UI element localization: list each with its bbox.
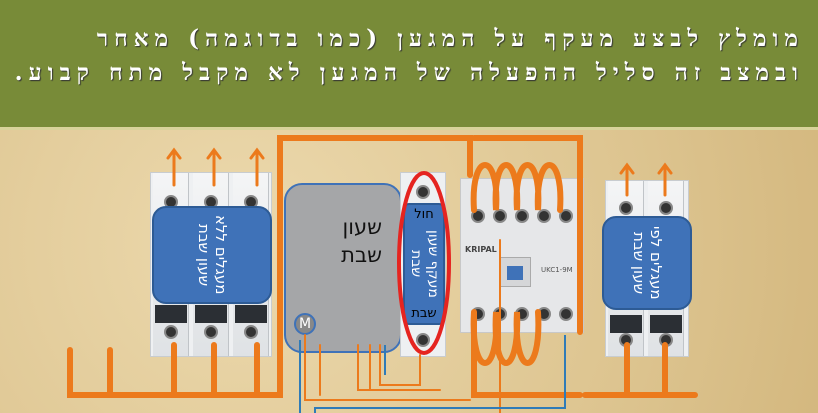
- bypass-text: מעקף שעון שבת: [408, 230, 441, 298]
- label-circuits-with-timer: מעגלים לפי שעון שבת: [602, 216, 692, 310]
- slide-title: מומלץ לבצע מעקף על המגען (כמו בדוגמה) מא…: [14, 25, 804, 86]
- shabbat-timer-label: שעון שבת: [341, 215, 382, 267]
- bypass-label: חול מעקף שעון שבת שבת: [403, 203, 445, 325]
- contactor-brand: KRIPAL: [465, 245, 497, 254]
- control-wires: [304, 239, 501, 413]
- main-bus: [67, 135, 583, 398]
- up-arrows: [166, 147, 673, 197]
- coil-top: [470, 162, 564, 213]
- label-circuits-without-timer: מעגלים ללא שעון שבת: [152, 206, 272, 304]
- highlight-circle: [397, 171, 451, 355]
- contactor-window: [499, 257, 531, 287]
- circuits-without-timer-text: מעגלים ללא שעון שבת: [195, 215, 230, 295]
- neutral-wire: [299, 335, 566, 413]
- shabbat-label: שבת: [411, 306, 437, 321]
- contactor-model: UKC1-9M: [541, 266, 573, 274]
- circuits-with-timer-text: מעגלים לפי שעון שבת: [630, 226, 665, 300]
- shabbat-timer: שעון שבת M: [284, 183, 402, 353]
- coil-bottom: [470, 309, 583, 398]
- contactor: KRIPAL UKC1-9M: [460, 178, 584, 333]
- weekday-label: חול: [414, 207, 434, 222]
- right-outputs: [582, 342, 698, 398]
- title-banner: מומלץ לבצע מעקף על המגען (כמו בדוגמה) מא…: [0, 0, 818, 130]
